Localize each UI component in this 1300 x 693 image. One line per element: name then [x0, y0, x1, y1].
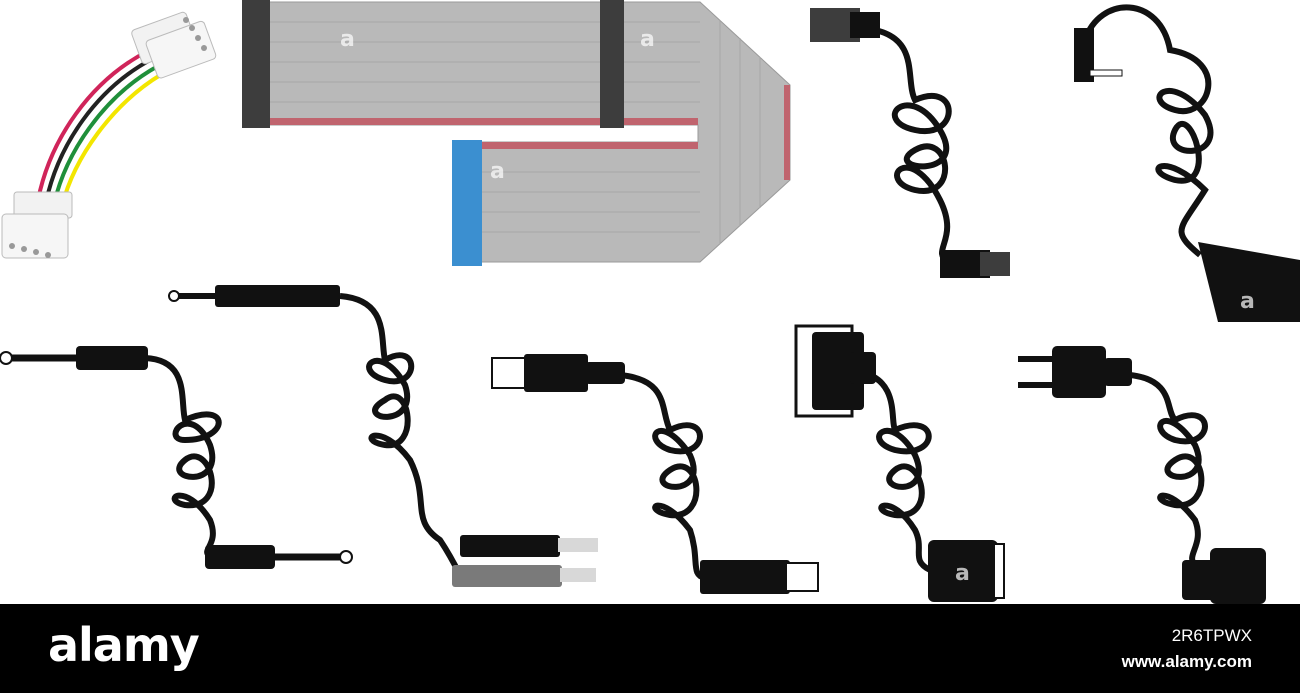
- image-id: 2R6TPWX: [1171, 626, 1252, 645]
- ide-ribbon-cable-icon: a a a: [242, 0, 791, 266]
- cable-illustration: a a a a: [0, 0, 1300, 604]
- rj45-network-cable-icon: [810, 8, 1010, 278]
- watermark-glyph: a: [1240, 289, 1255, 314]
- watermark-glyph: a: [955, 561, 970, 586]
- site-url: www.alamy.com: [1121, 652, 1252, 671]
- parallel-db25-cable-icon: a: [794, 324, 1005, 602]
- watermark-glyph: a: [340, 27, 355, 52]
- mini-jack-to-rca-cable-icon: [168, 285, 598, 587]
- watermark-footer: alamy 2R6TPWX www.alamy.com: [0, 604, 1300, 693]
- power-plug-cable-icon: [1018, 346, 1266, 604]
- watermark-glyph: a: [640, 27, 655, 52]
- alamy-logo: alamy: [48, 618, 200, 672]
- watermark-glyph: a: [490, 159, 505, 184]
- molex-power-adapter-icon: [1, 11, 217, 259]
- quarter-inch-jack-cable-icon: [0, 346, 353, 569]
- mini-jack-scart-cable-icon: a: [1074, 4, 1300, 322]
- usb-cable-icon: [491, 354, 819, 594]
